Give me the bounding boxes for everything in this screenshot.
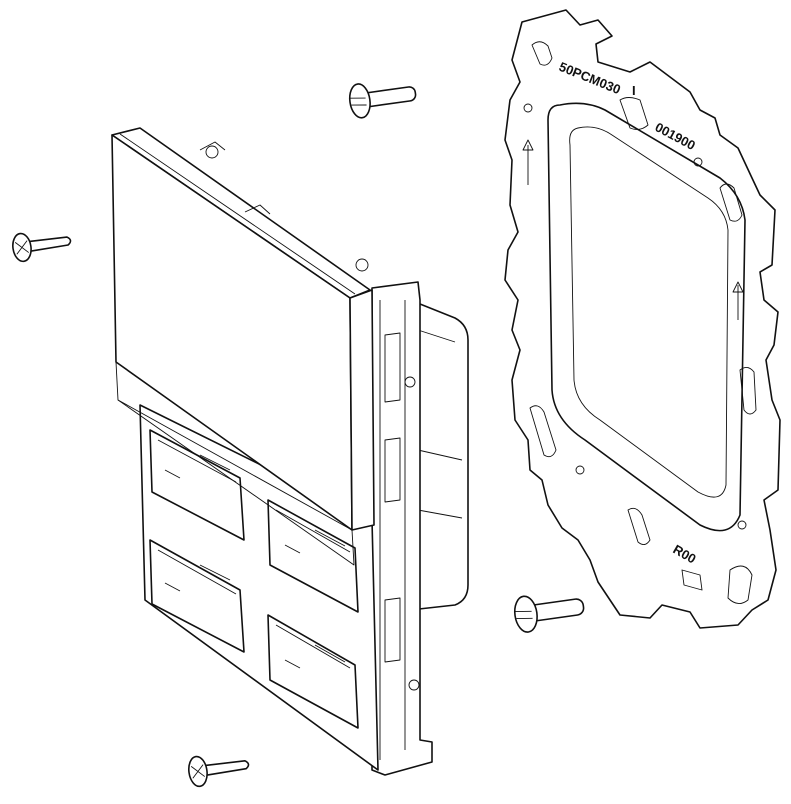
frame-opening: [547, 102, 746, 532]
frame-marker: I: [632, 83, 636, 98]
key-top-left: [149, 429, 245, 541]
screw-top-center: [348, 83, 417, 119]
screw-left-upper: [12, 232, 72, 263]
key-bottom-left: [149, 539, 245, 653]
screw-bottom-left: [188, 755, 250, 788]
key-bottom-right: [267, 614, 359, 729]
mounting-frame: 50PCM030 001900 I R00: [504, 9, 781, 629]
key-top-right: [267, 499, 359, 613]
switch-module: [111, 127, 469, 776]
module-frame-rail: [371, 281, 433, 776]
screw-bottom-right: [513, 595, 585, 633]
module-cover-side: [349, 289, 375, 531]
